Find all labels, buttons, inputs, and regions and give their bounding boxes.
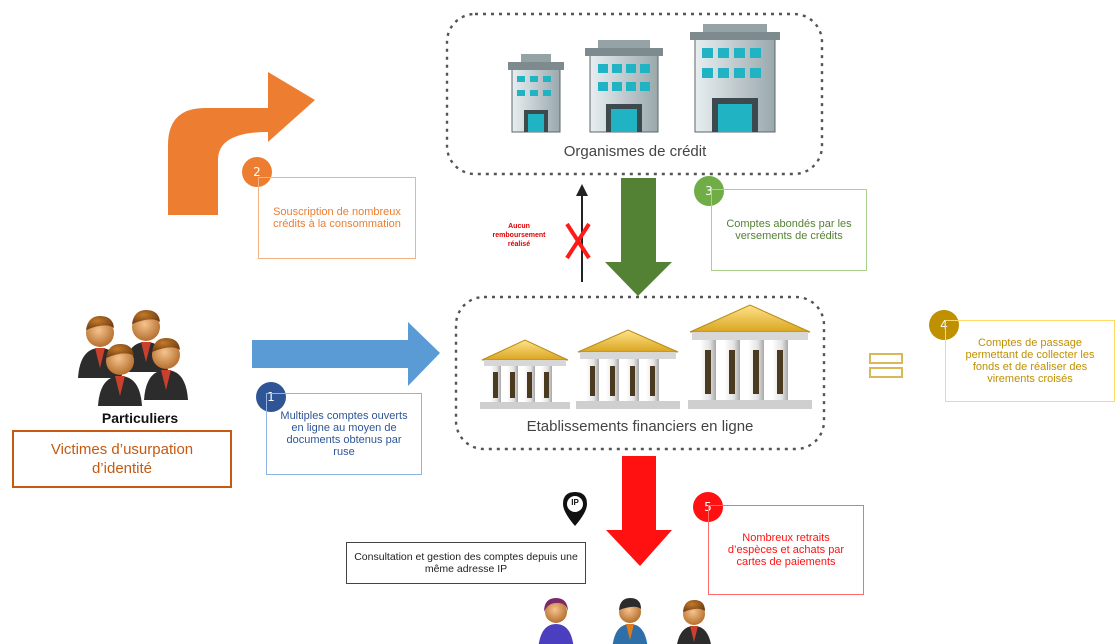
victims-box: Victimes d’usurpation d’identité [12, 430, 232, 488]
step-1-box: Multiples comptes ouverts en ligne au mo… [266, 393, 422, 475]
ip-pin-icon [563, 492, 587, 526]
step-5-text: Nombreux retraits d’espèces et achats pa… [727, 532, 845, 568]
equals-icon [869, 353, 903, 378]
bank-building-icon [690, 24, 780, 133]
step-1-badge: 1 [256, 382, 286, 412]
ip-caption-box: Consultation et gestion des comptes depu… [346, 542, 586, 584]
people-icon [78, 310, 188, 406]
victims-text: Victimes d’usurpation d’identité [50, 440, 194, 478]
step-2-box: Souscription de nombreux crédits à la co… [258, 177, 416, 259]
red-down-arrow [606, 456, 672, 566]
particuliers-title: Particuliers [101, 410, 179, 426]
step-4-text: Comptes de passage permettant de collect… [965, 337, 1095, 385]
step-3-box: Comptes abondés par les versements de cr… [711, 189, 867, 271]
step-5-box: Nombreux retraits d’espèces et achats pa… [708, 505, 864, 595]
step-3-badge: 3 [694, 176, 724, 206]
green-down-arrow [605, 178, 672, 296]
step-4-box: Comptes de passage permettant de collect… [945, 320, 1115, 402]
bank-temple-icon [576, 329, 680, 409]
people-icon [538, 598, 711, 644]
step-1-text: Multiples comptes ouverts en ligne au mo… [280, 410, 408, 458]
no-refund-label: Aucun remboursement réalisé [492, 223, 546, 249]
blue-arrow [252, 322, 440, 386]
cross-icon [565, 222, 591, 260]
bank-building-icon [585, 40, 663, 133]
online-banks-label: Etablissements financiers en ligne [526, 418, 754, 435]
bank-temple-icon [688, 304, 812, 409]
refund-arrow-head [576, 184, 588, 196]
bank-temple-icon [480, 339, 570, 409]
step-4-badge: 4 [929, 310, 959, 340]
ip-badge-text: IP [571, 498, 579, 507]
step-2-text: Souscription de nombreux crédits à la co… [273, 206, 401, 230]
step-3-text: Comptes abondés par les versements de cr… [726, 218, 852, 242]
orange-curved-arrow [168, 72, 315, 215]
credit-institutions-label: Organismes de crédit [563, 143, 707, 160]
step-2-badge: 2 [242, 157, 272, 187]
ip-caption-text: Consultation et gestion des comptes depu… [354, 551, 578, 575]
bank-building-icon [508, 54, 564, 133]
